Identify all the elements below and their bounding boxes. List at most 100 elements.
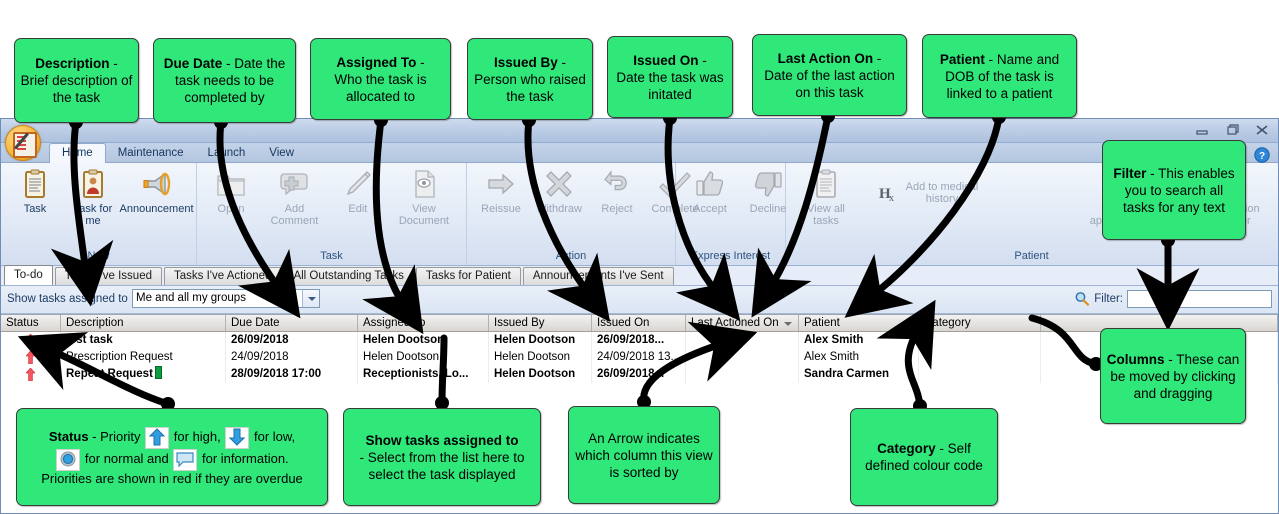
priority-high-overdue-icon [25,367,36,382]
ribbon-button-label: Task [23,203,47,215]
cell-category [919,332,1041,349]
callout-dash: - [416,54,425,70]
ribbon-button-task-for-me[interactable]: Task for me [64,167,122,228]
callout-title: Patient [939,51,985,67]
cell-assigned-to: Helen Dootson [358,349,489,366]
ribbon-group-title: Patient [1014,250,1049,262]
ribbon-button-accept[interactable]: Accept [681,167,739,216]
callout-body: Date the task needs to be completed by [174,56,286,105]
restore-icon[interactable] [1222,122,1242,138]
ribbon-button-announcement[interactable]: Announcement [119,167,194,216]
view-tab-tasks-for-patient[interactable]: Tasks for Patient [415,267,521,285]
table-row[interactable]: test task 26/09/2018 Helen Dootson Helen… [1,332,1278,349]
app-orb-icon[interactable] [5,125,41,161]
ribbon-button-label: Announcement [119,203,194,215]
close-icon[interactable] [1252,122,1272,138]
view-tab-announcements-ive-sent[interactable]: Announcements I've Sent [522,267,674,285]
cell-category [919,349,1041,366]
cell-last-actioned-on [686,366,799,383]
callout-body: Brief description of the task [20,73,133,105]
view-tab-tasks-ive-actioned[interactable]: Tasks I've Actioned [164,267,282,285]
comment-plus-icon [278,168,310,200]
cell-due-date: 28/09/2018 17:00 [226,366,358,383]
callout-status-seg1: - Priority [88,429,145,444]
callout-title: Due Date [163,56,223,71]
cell-status [1,349,61,366]
callout-title: Last Action On [777,50,874,66]
callout-due-date: Due Date - Date the task needs to be com… [153,38,296,123]
callout-body: Date the task was initated [616,69,724,102]
tab-view[interactable]: View [269,147,294,159]
folder-icon [215,168,247,200]
tab-maintenance[interactable]: Maintenance [117,147,184,159]
ribbon-button-withdraw[interactable]: Withdraw [530,167,588,216]
help-icon[interactable]: ? [1254,147,1270,163]
chevron-down-icon[interactable] [302,290,319,307]
column-header-issued-by[interactable]: Issued By [489,315,592,331]
callout-body: An Arrow indicates which column this vie… [575,430,713,480]
speech-bubble-icon [173,449,198,471]
priority-high-overdue-icon [25,350,36,365]
column-header-description[interactable]: Description [61,315,226,331]
clipboard-icon [19,168,51,200]
sort-descending-icon [784,322,792,326]
column-header-status[interactable]: Status [1,315,61,331]
filter-bar: Show tasks assigned to Me and all my gro… [1,286,1278,314]
ribbon-button-task[interactable]: Task [6,167,64,216]
ribbon-button-view-all-tasks[interactable]: View all tasks [791,167,861,228]
ribbon-button-view-document[interactable]: View Document [387,167,461,228]
cell-status [1,332,61,349]
cell-due-date: 24/09/2018 [226,349,358,366]
column-header-patient[interactable]: Patient [799,315,919,331]
callout-body: - Select from the list here to select th… [359,449,525,482]
assigned-to-dropdown[interactable]: Me and all my groups [132,289,320,308]
assigned-to-value: Me and all my groups [136,292,246,304]
callout-columns: Columns - These can be moved by clicking… [1100,328,1246,424]
megaphone-icon [141,168,173,200]
table-row[interactable]: Repeat Request 28/09/2018 17:00 Receptio… [1,366,1278,383]
tab-home[interactable]: Home [49,143,106,163]
ribbon-button-add-to-medical-history[interactable]: H x Add to medical history [873,180,988,206]
view-tab-tasks-ive-issued[interactable]: Tasks I've Issued [54,267,162,285]
ribbon-button-label: Decline [749,203,787,215]
column-header-last-actioned-on[interactable]: Last Actioned On [686,315,799,331]
callout-title: Show tasks assigned to [365,432,519,448]
ribbon-group-task: Open Add Comment [197,163,467,265]
cell-last-actioned-on [686,332,799,349]
minimize-icon[interactable] [1192,122,1212,138]
cell-patient: Alex Smith [799,349,919,366]
callout-body: Date of the last action on this task [764,67,895,100]
ribbon-group-action: Reissue Withdraw R [467,163,699,265]
ribbon-button-edit[interactable]: Edit [329,167,387,216]
ribbon-button-label: Accept [693,203,727,215]
view-tab-to-do[interactable]: To-do [4,265,53,285]
ribbon-button-reissue[interactable]: Reissue [472,167,530,216]
callout-title: Status [48,429,89,444]
document-eye-icon [408,168,440,200]
callout-title: Assigned To [336,54,417,70]
ribbon-button-open[interactable]: Open [202,167,260,216]
cell-filler [1041,349,1278,366]
view-tab-all-outstanding-tasks[interactable]: All Outstanding Tasks [283,267,414,285]
callout-title: Issued On [633,52,699,68]
column-header-assigned-to[interactable]: Assigned To [358,315,489,331]
callout-title: Category [877,441,936,456]
tab-launch[interactable]: Launch [207,147,246,159]
callout-dash: - [698,52,707,68]
table-row[interactable]: Prescription Request 24/09/2018 Helen Do… [1,349,1278,366]
callout-title: Description [35,56,110,71]
callout-body: Who the task is allocated to [334,71,427,104]
ribbon-button-reject[interactable]: Reject [588,167,646,216]
column-header-issued-on[interactable]: Issued On [592,315,686,331]
ribbon-tab-strip: Home Maintenance Launch View [1,143,1278,163]
arrow-down-blue-icon [225,427,250,449]
column-header-due-date[interactable]: Due Date [226,315,358,331]
ribbon-button-label: Add Comment [270,203,319,227]
callout-body: These can be moved by clicking and dragg… [1110,351,1240,401]
ribbon-group-title: Task [320,250,343,262]
ribbon: Task Task for me [1,163,1278,266]
column-header-category[interactable]: Category [919,315,1041,331]
ribbon-group-new: Task Task for me [1,163,197,265]
filter-input[interactable] [1127,290,1272,308]
ribbon-button-add-comment[interactable]: Add Comment [260,167,329,228]
